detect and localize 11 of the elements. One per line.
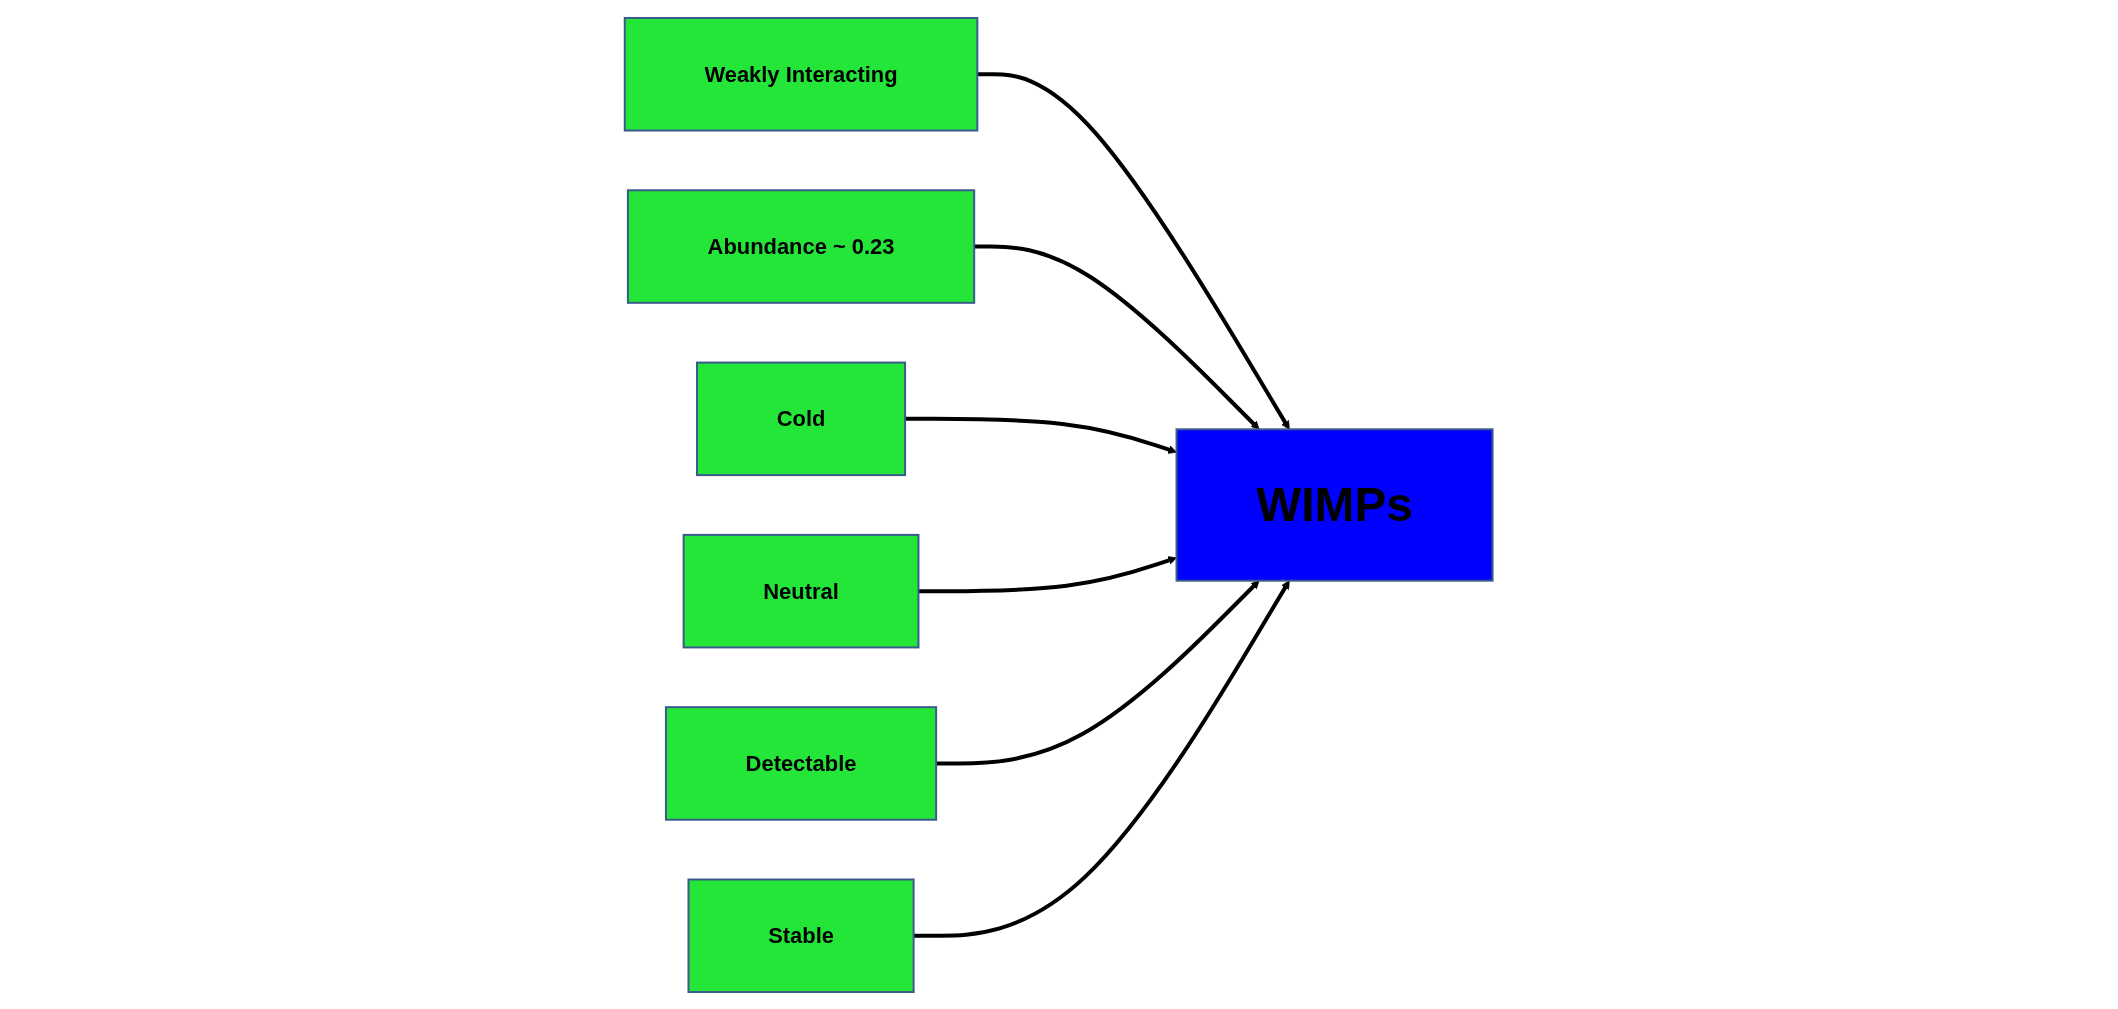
arrow bbox=[977, 71, 1290, 430]
arrow bbox=[974, 244, 1260, 430]
node-box: Cold bbox=[696, 361, 907, 476]
arrow bbox=[936, 579, 1260, 765]
node-box: WIMPs bbox=[1175, 427, 1494, 582]
node-box: Neutral bbox=[682, 533, 920, 648]
arrow bbox=[913, 579, 1290, 938]
node-box: Weakly Interacting bbox=[624, 16, 979, 131]
node-box: Stable bbox=[687, 878, 915, 993]
node-box: Detectable bbox=[665, 705, 938, 821]
node-box: Abundance ~ 0.23 bbox=[627, 188, 976, 304]
